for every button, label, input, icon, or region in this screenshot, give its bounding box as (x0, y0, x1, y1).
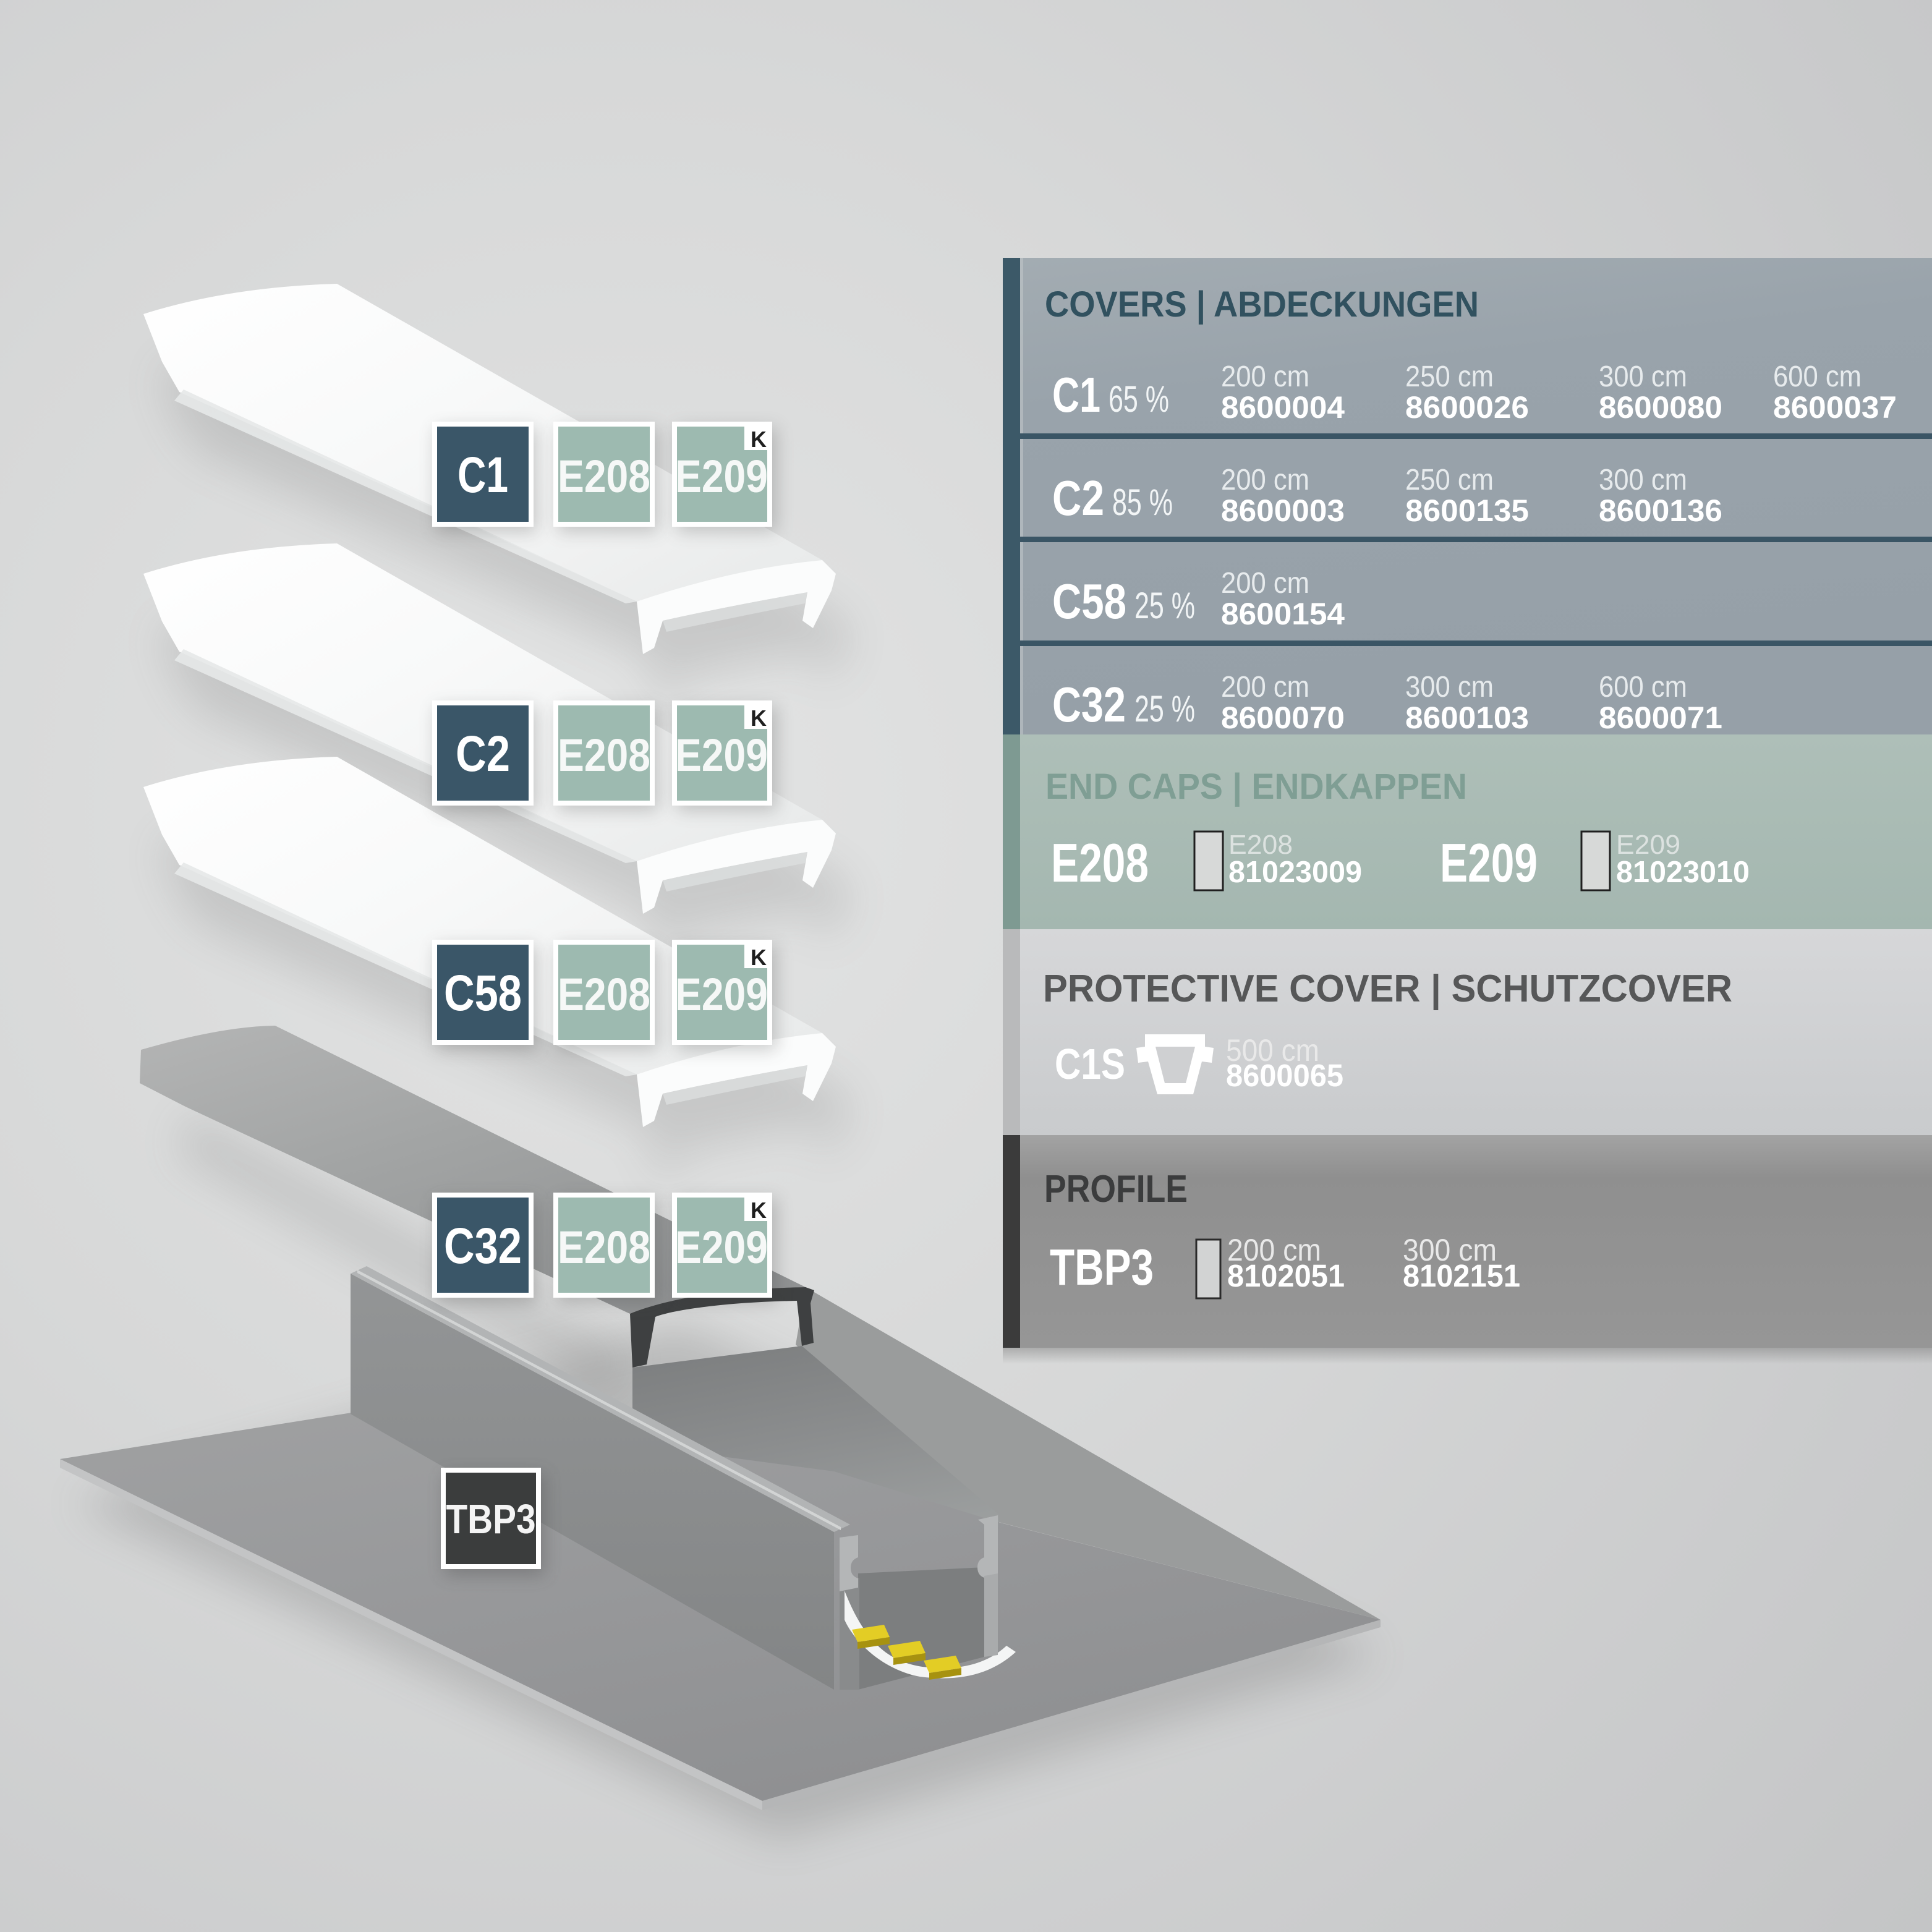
svg-text:81023010: 81023010 (1616, 856, 1750, 889)
svg-text:81023009: 81023009 (1228, 856, 1362, 889)
svg-text:C32: C32 (444, 1218, 522, 1274)
svg-text:300 cm: 300 cm (1599, 360, 1687, 393)
svg-text:8102151: 8102151 (1403, 1258, 1520, 1293)
svg-text:E208: E208 (558, 969, 650, 1020)
svg-text:PROTECTIVE COVER | SCHUTZCOVER: PROTECTIVE COVER | SCHUTZCOVER (1043, 968, 1732, 1011)
svg-text:8600070: 8600070 (1221, 700, 1345, 735)
svg-text:C1: C1 (457, 447, 508, 503)
svg-text:200 cm: 200 cm (1221, 464, 1309, 496)
svg-text:85 %: 85 % (1112, 482, 1173, 523)
svg-text:E209: E209 (675, 969, 768, 1020)
svg-text:E208: E208 (1051, 832, 1149, 893)
svg-text:8600004: 8600004 (1221, 390, 1345, 425)
svg-text:600 cm: 600 cm (1773, 360, 1862, 393)
svg-text:8600065: 8600065 (1226, 1058, 1343, 1093)
svg-text:E208: E208 (558, 451, 650, 502)
svg-text:300 cm: 300 cm (1405, 671, 1494, 704)
svg-text:TBP3: TBP3 (1050, 1238, 1154, 1296)
svg-text:C1: C1 (1052, 367, 1100, 422)
svg-text:25 %: 25 % (1134, 688, 1195, 730)
svg-text:8600026: 8600026 (1405, 390, 1529, 425)
svg-text:200 cm: 200 cm (1221, 567, 1309, 600)
svg-text:C1S: C1S (1055, 1040, 1125, 1088)
svg-text:200 cm: 200 cm (1227, 1233, 1321, 1267)
svg-text:8600071: 8600071 (1599, 700, 1722, 735)
svg-text:C58: C58 (1052, 574, 1126, 629)
svg-text:8600136: 8600136 (1599, 493, 1722, 528)
svg-text:E209: E209 (675, 451, 768, 502)
svg-text:25 %: 25 % (1134, 585, 1195, 626)
svg-text:8600003: 8600003 (1221, 493, 1345, 528)
svg-text:E209: E209 (675, 730, 768, 781)
svg-text:K: K (751, 945, 767, 970)
svg-text:500 cm: 500 cm (1226, 1033, 1319, 1068)
svg-text:8600080: 8600080 (1599, 390, 1722, 425)
svg-text:65 %: 65 % (1109, 378, 1169, 420)
svg-text:300 cm: 300 cm (1403, 1233, 1497, 1267)
svg-text:8600103: 8600103 (1405, 700, 1529, 735)
svg-text:E208: E208 (558, 730, 650, 781)
svg-text:C2: C2 (1052, 470, 1104, 526)
svg-text:E209: E209 (1616, 830, 1680, 860)
svg-text:E209: E209 (675, 1222, 768, 1273)
svg-text:TBP3: TBP3 (446, 1496, 536, 1543)
svg-text:200 cm: 200 cm (1221, 360, 1309, 393)
svg-text:250 cm: 250 cm (1405, 360, 1494, 393)
svg-text:600 cm: 600 cm (1599, 671, 1687, 704)
svg-text:K: K (751, 427, 767, 452)
svg-text:K: K (751, 705, 767, 731)
svg-text:E208: E208 (1228, 830, 1293, 860)
svg-text:K: K (751, 1198, 767, 1223)
svg-text:E208: E208 (558, 1222, 650, 1273)
svg-text:PROFILE: PROFILE (1044, 1168, 1188, 1211)
svg-text:COVERS | ABDECKUNGEN: COVERS | ABDECKUNGEN (1045, 284, 1479, 325)
svg-text:END CAPS | ENDKAPPEN: END CAPS | ENDKAPPEN (1045, 767, 1467, 807)
svg-text:8600037: 8600037 (1773, 390, 1897, 425)
svg-text:300 cm: 300 cm (1599, 464, 1687, 496)
svg-text:C58: C58 (444, 965, 522, 1021)
svg-text:C2: C2 (456, 726, 510, 782)
svg-text:E209: E209 (1440, 832, 1538, 893)
svg-text:8600154: 8600154 (1221, 597, 1345, 631)
svg-text:250 cm: 250 cm (1405, 464, 1494, 496)
svg-text:8600135: 8600135 (1405, 493, 1529, 528)
svg-text:8102051: 8102051 (1227, 1258, 1345, 1293)
svg-text:C32: C32 (1052, 677, 1126, 732)
svg-text:200 cm: 200 cm (1221, 671, 1309, 704)
